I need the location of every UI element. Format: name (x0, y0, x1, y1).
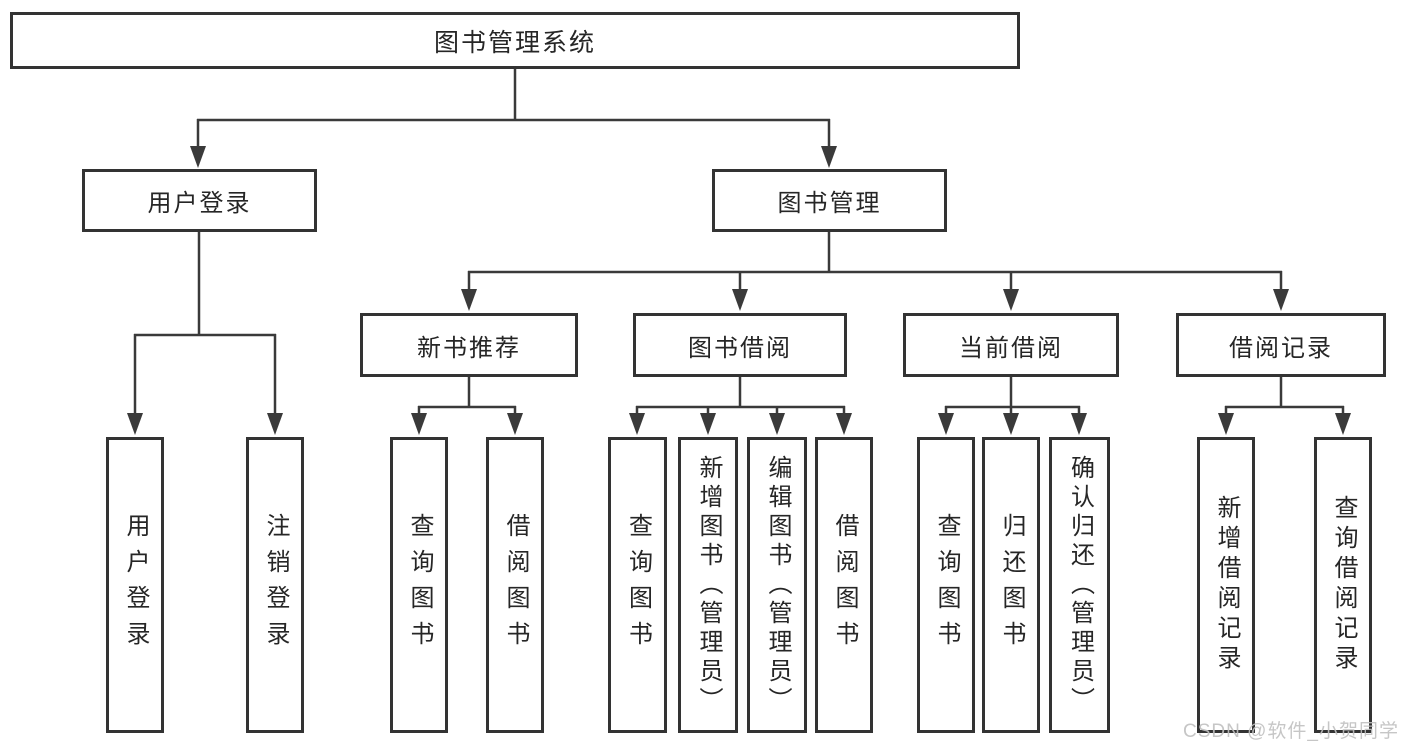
node-label: 查询借阅记录 (1330, 495, 1357, 675)
leaf-edit-book-admin: 编辑图书（管理员） (747, 437, 807, 733)
node-label: 借阅记录 (1229, 334, 1333, 362)
node-label: 编辑图书（管理员） (764, 454, 791, 716)
node-label: 当前借阅 (959, 334, 1063, 362)
leaf-logout: 注销登录 (246, 437, 304, 733)
node-label: 新书推荐 (417, 334, 521, 362)
leaf-borrow-books-recommend: 借阅图书 (486, 437, 544, 733)
node-label: 图书管理 (777, 190, 882, 217)
leaf-query-books-current: 查询图书 (917, 437, 975, 733)
node-label: 确认归还（管理员） (1066, 454, 1094, 716)
node-label: 图书管理系统 (433, 28, 596, 57)
node-new-book-recommend: 新书推荐 (360, 313, 578, 377)
node-label: 归还图书 (998, 513, 1025, 657)
node-label: 新增借阅记录 (1213, 495, 1240, 675)
node-label: 查询图书 (406, 513, 433, 657)
leaf-add-borrow-record: 新增借阅记录 (1197, 437, 1255, 733)
node-label: 查询图书 (624, 513, 652, 657)
leaf-user-login: 用户登录 (106, 437, 164, 733)
leaf-add-book-admin: 新增图书（管理员） (678, 437, 738, 733)
node-root: 图书管理系统 (10, 12, 1020, 69)
leaf-borrow-books-borrow: 借阅图书 (815, 437, 873, 733)
node-label: 注销登录 (262, 513, 289, 657)
node-label: 用户登录 (122, 513, 149, 657)
leaf-query-books-recommend: 查询图书 (390, 437, 448, 733)
node-current-borrow: 当前借阅 (903, 313, 1119, 377)
node-label: 借阅图书 (502, 513, 529, 657)
node-label: 用户登录 (147, 190, 252, 217)
node-label: 新增图书（管理员） (695, 454, 722, 716)
node-label: 借阅图书 (831, 513, 858, 657)
node-borrow-records: 借阅记录 (1176, 313, 1386, 377)
node-book-borrow: 图书借阅 (633, 313, 847, 377)
leaf-query-books-borrow: 查询图书 (608, 437, 667, 733)
node-book-management: 图书管理 (712, 169, 947, 232)
node-label: 查询图书 (933, 513, 960, 657)
leaf-confirm-return-admin: 确认归还（管理员） (1049, 437, 1110, 733)
node-label: 图书借阅 (688, 334, 792, 362)
leaf-query-borrow-record: 查询借阅记录 (1314, 437, 1372, 733)
leaf-return-book: 归还图书 (982, 437, 1040, 733)
watermark: CSDN @软件_小贺同学 (1183, 721, 1399, 742)
node-user-login: 用户登录 (82, 169, 317, 232)
